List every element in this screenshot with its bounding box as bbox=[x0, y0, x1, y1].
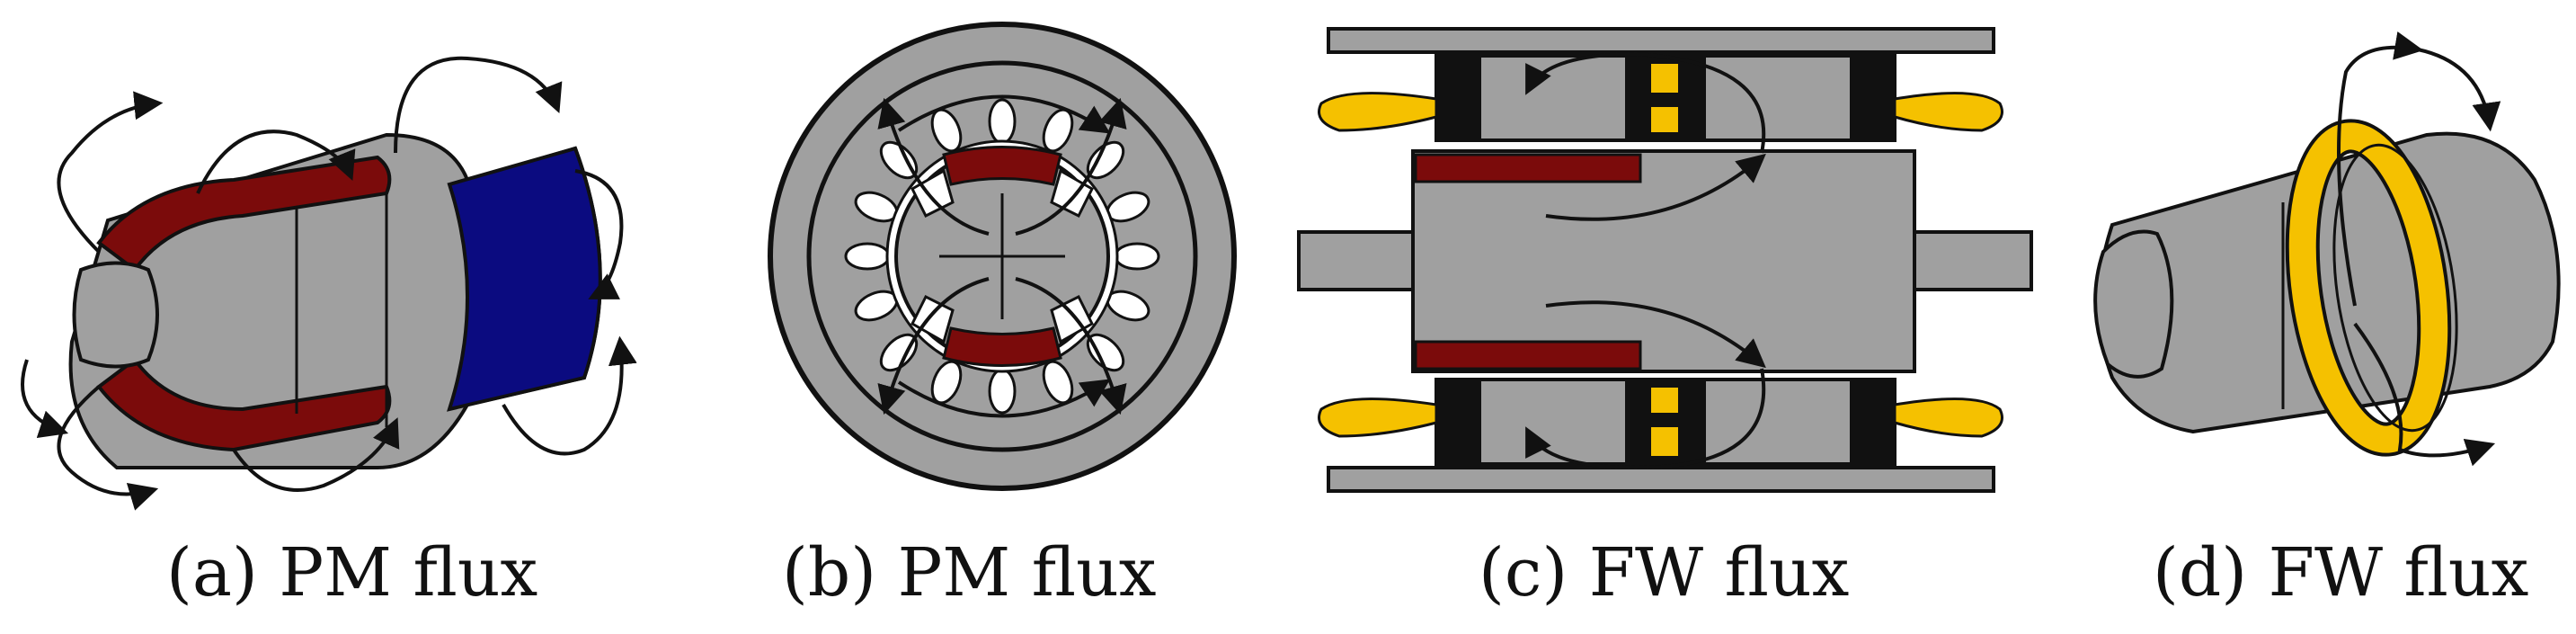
red-magnet-upper bbox=[96, 155, 392, 272]
yellow-field-winding bbox=[2285, 119, 2458, 457]
housing-top bbox=[1327, 27, 1995, 54]
rotor-end-face-a bbox=[72, 261, 159, 369]
end-windings bbox=[1318, 92, 2003, 438]
red-magnet-top-b bbox=[942, 146, 1062, 186]
red-magnet-bottom-c bbox=[1414, 340, 1642, 371]
blue-magnet bbox=[447, 146, 602, 412]
panel-b-pm-flux-cross-section bbox=[768, 22, 1237, 491]
caption-panel-b: (b) PM flux bbox=[782, 534, 1156, 612]
panel-c-fw-flux-section bbox=[1297, 27, 2033, 493]
stator-lower bbox=[1435, 378, 1896, 466]
rotor-body-c bbox=[1411, 149, 1916, 373]
stator-inner-ring bbox=[806, 60, 1198, 452]
stator-slots bbox=[844, 98, 1160, 415]
rotor-end-face-d bbox=[2093, 229, 2174, 379]
red-magnet-top-c bbox=[1414, 153, 1642, 183]
housing-bottom bbox=[1327, 466, 1995, 493]
panel-d-fw-flux-3d bbox=[2093, 31, 2561, 467]
stator-upper bbox=[1435, 54, 1896, 142]
panel-a-pm-flux-3d bbox=[21, 56, 637, 511]
caption-panel-a: (a) PM flux bbox=[166, 534, 537, 612]
caption-panel-c: (c) FW flux bbox=[1479, 534, 1849, 612]
red-magnet-lower bbox=[96, 357, 392, 452]
red-magnet-bottom-b bbox=[942, 326, 1062, 367]
caption-panel-d: (d) FW flux bbox=[2153, 534, 2528, 612]
